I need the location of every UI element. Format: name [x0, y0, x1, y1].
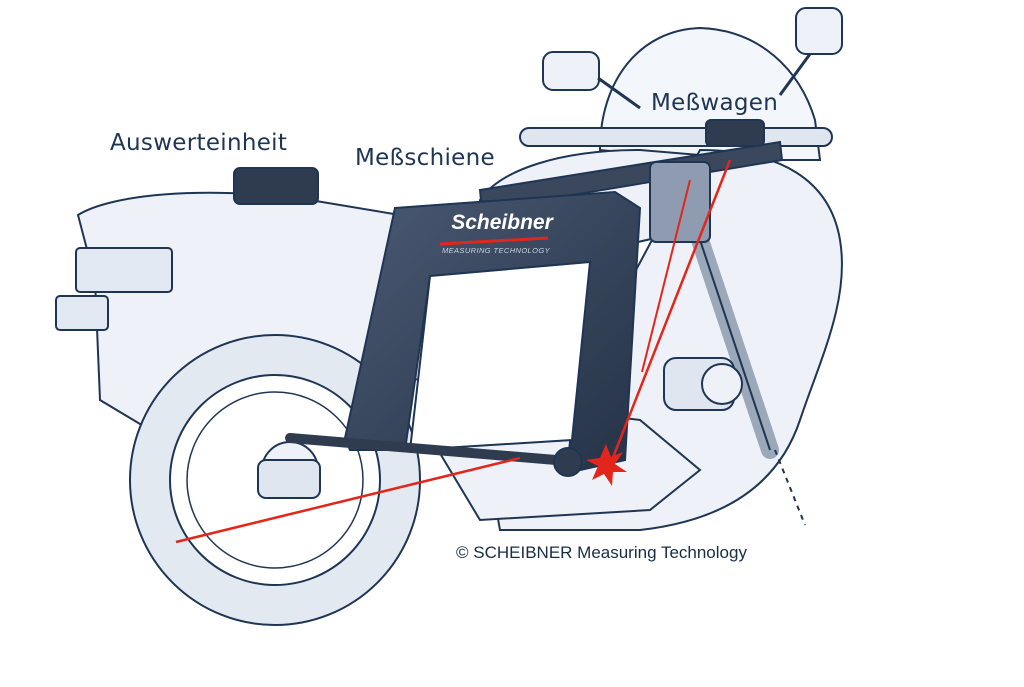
rear-rim-inner	[186, 391, 364, 569]
label-measuring-carriage: Meßwagen	[651, 90, 779, 116]
tail-light	[75, 247, 173, 293]
front-fork-outline	[699, 239, 771, 451]
label-evaluation-unit: Auswerteinheit	[110, 130, 288, 156]
label-measuring-rail: Meßschiene	[355, 145, 495, 171]
measuring-carriage	[705, 119, 765, 147]
rail-bracket	[649, 161, 711, 243]
left-mirror-stem	[597, 76, 641, 110]
evaluation-unit	[233, 167, 319, 205]
copyright-notice: © SCHEIBNER Measuring Technology	[456, 543, 747, 562]
handlebar	[519, 127, 833, 147]
brand-name: Scheibner	[451, 211, 553, 234]
left-mirror	[542, 51, 600, 91]
wheel-clamp	[257, 459, 321, 499]
brand-tagline: MEASURING TECHNOLOGY	[441, 246, 550, 255]
laser-impact-star	[586, 444, 627, 486]
front-wheel-axis-dashed	[774, 449, 806, 526]
axle-bar	[285, 433, 585, 467]
brand-stripe	[439, 236, 549, 246]
right-mirror-stem	[778, 53, 812, 96]
headlight-lens	[701, 363, 743, 405]
axle-cap	[553, 447, 583, 477]
laser-beam-rear	[175, 456, 521, 544]
laser-beam-diag	[641, 179, 691, 373]
right-mirror	[795, 7, 843, 55]
rear-reflector	[55, 295, 109, 331]
laser-beam-vertical	[608, 159, 732, 466]
frame-window	[408, 260, 592, 452]
